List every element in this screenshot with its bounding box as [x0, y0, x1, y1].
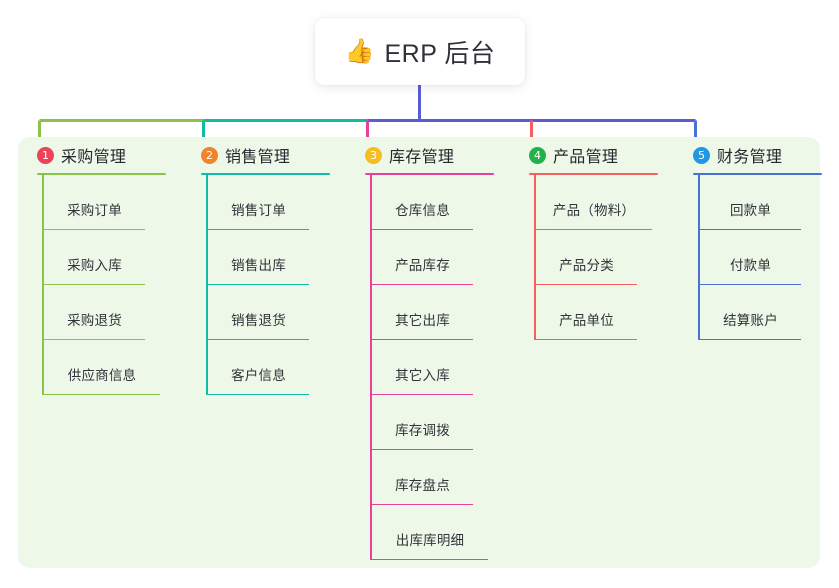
module-item[interactable]: 采购退货	[42, 285, 145, 340]
module-item-label: 产品分类	[559, 258, 614, 273]
module-item[interactable]: 仓库信息	[370, 175, 473, 230]
module-item[interactable]: 其它出库	[370, 285, 473, 340]
module-item[interactable]: 产品库存	[370, 230, 473, 285]
module-item-label: 客户信息	[231, 368, 286, 383]
module-title: 财务管理	[717, 149, 783, 166]
module-title: 采购管理	[61, 149, 127, 166]
module-number-badge: 3	[365, 146, 382, 164]
module-item-label: 库存调拨	[395, 423, 450, 438]
module-title: 产品管理	[553, 149, 619, 166]
module-item-label: 付款单	[729, 258, 772, 273]
module-number-badge: 4	[529, 146, 546, 164]
module-item[interactable]: 产品单位	[534, 285, 637, 340]
module-item[interactable]: 结算账户	[698, 285, 801, 340]
module-number-badge: 2	[201, 146, 218, 164]
module-column-2: 2 销售管理销售订单销售出库销售退货客户信息	[197, 137, 361, 395]
module-item-list: 采购订单采购入库采购退货供应商信息	[33, 175, 197, 395]
module-item-label: 其它出库	[395, 313, 450, 328]
module-item[interactable]: 销售出库	[206, 230, 309, 285]
module-item[interactable]: 客户信息	[206, 340, 309, 395]
module-number-badge: 1	[37, 146, 54, 164]
module-item-list: 仓库信息产品库存其它出库其它入库库存调拨库存盘点出库库明细	[361, 175, 525, 560]
module-header-rule	[529, 173, 658, 175]
module-column-1: 1 采购管理采购订单采购入库采购退货供应商信息	[33, 137, 197, 395]
module-item-label: 其它入库	[395, 368, 450, 383]
module-item[interactable]: 销售订单	[206, 175, 309, 230]
module-item-label: 采购退货	[67, 313, 122, 328]
module-item-label: 销售退货	[231, 313, 286, 328]
module-item[interactable]: 出库库明细	[370, 505, 488, 560]
module-item[interactable]: 供应商信息	[42, 340, 160, 395]
module-item-label: 采购入库	[67, 258, 122, 273]
module-header-5[interactable]: 5 财务管理	[689, 137, 839, 173]
module-column-3: 3 库存管理仓库信息产品库存其它出库其它入库库存调拨库存盘点出库库明细	[361, 137, 525, 560]
module-header-rule	[37, 173, 166, 175]
module-number-badge: 5	[693, 146, 710, 164]
module-column-4: 4 产品管理产品（物料） 产品分类产品单位	[525, 137, 689, 340]
module-title: 库存管理	[389, 149, 455, 166]
module-header-1[interactable]: 1 采购管理	[33, 137, 197, 173]
module-item-label: 库存盘点	[395, 478, 450, 493]
module-column-5: 5 财务管理回款单付款单结算账户	[689, 137, 839, 340]
module-item-label: 产品库存	[395, 258, 450, 273]
module-header-rule	[693, 173, 822, 175]
module-header-4[interactable]: 4 产品管理	[525, 137, 689, 173]
module-item[interactable]: 采购订单	[42, 175, 145, 230]
module-header-2[interactable]: 2 销售管理	[197, 137, 361, 173]
module-item-label: 结算账户	[723, 313, 778, 328]
module-header-rule	[365, 173, 494, 175]
module-item-label: 采购订单	[67, 203, 122, 218]
module-item[interactable]: 其它入库	[370, 340, 473, 395]
module-item[interactable]: 库存盘点	[370, 450, 473, 505]
module-item[interactable]: 回款单	[698, 175, 801, 230]
module-item-label: 产品（物料）	[552, 203, 636, 218]
module-item-list: 销售订单销售出库销售退货客户信息	[197, 175, 361, 395]
module-item-label: 仓库信息	[395, 203, 450, 218]
module-item-label: 销售订单	[231, 203, 286, 218]
root-node-label: ERP 后台	[384, 39, 496, 68]
modules-board	[18, 137, 820, 568]
module-header-rule	[201, 173, 330, 175]
module-item[interactable]: 付款单	[698, 230, 801, 285]
module-item-label: 供应商信息	[67, 368, 137, 383]
module-item[interactable]: 库存调拨	[370, 395, 473, 450]
thumbs-up-icon: 👍	[344, 37, 375, 65]
module-item[interactable]: 采购入库	[42, 230, 145, 285]
root-node-erp-backend[interactable]: 👍 ERP 后台	[315, 18, 525, 85]
module-title: 销售管理	[225, 149, 291, 166]
module-item-label: 产品单位	[559, 313, 614, 328]
module-header-3[interactable]: 3 库存管理	[361, 137, 525, 173]
module-item-label: 回款单	[729, 203, 772, 218]
module-item-label: 销售出库	[231, 258, 286, 273]
module-item-list: 产品（物料） 产品分类产品单位	[525, 175, 689, 340]
module-item[interactable]: 销售退货	[206, 285, 309, 340]
module-item[interactable]: 产品（物料）	[534, 175, 652, 230]
module-item-list: 回款单付款单结算账户	[689, 175, 839, 340]
module-item[interactable]: 产品分类	[534, 230, 637, 285]
module-item-label: 出库库明细	[395, 533, 465, 548]
